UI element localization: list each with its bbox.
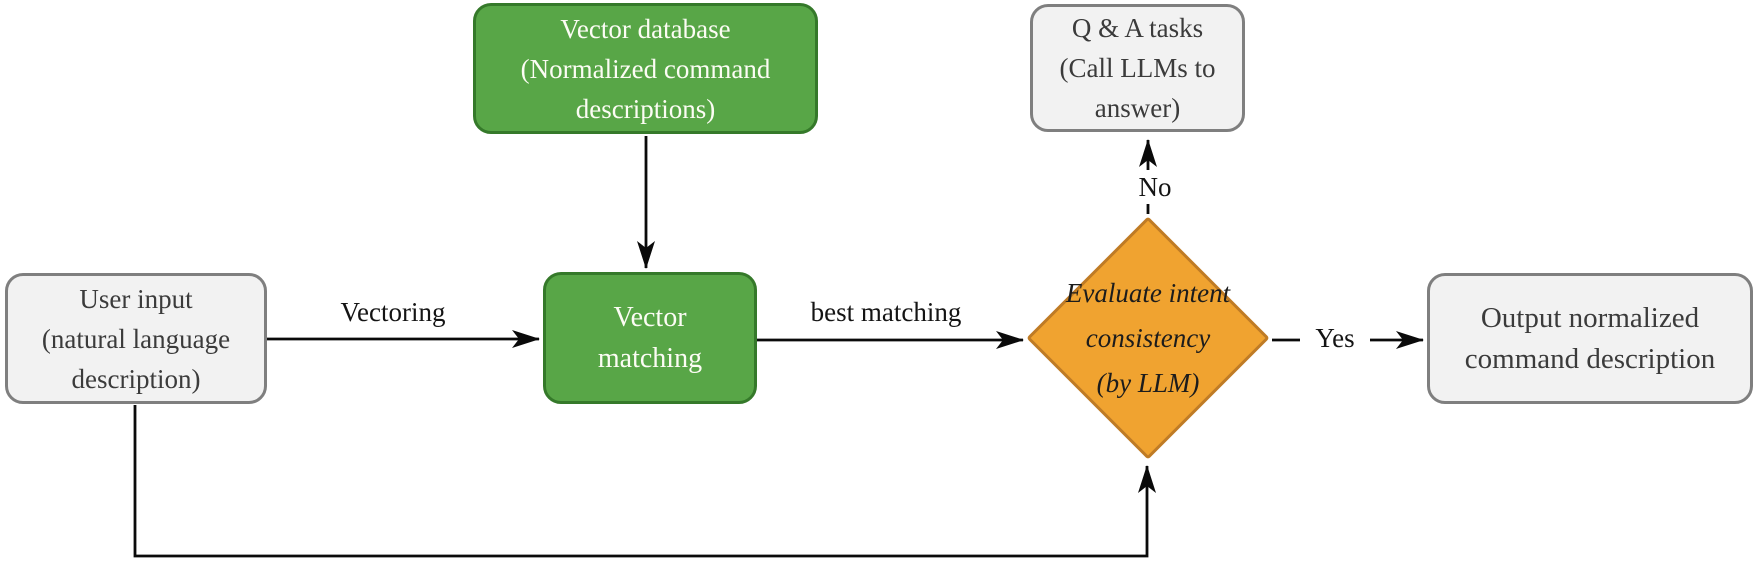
edge-user-input-to-evaluate-intent-feedback (133, 405, 1156, 558)
node-qa-tasks: Q & A tasks (Call LLMs to answer) (1030, 4, 1245, 132)
edge-label-best-matching: best matching (810, 297, 962, 327)
edge-label-yes: Yes (1300, 321, 1370, 355)
node-label-line: Output normalized (1480, 301, 1700, 334)
node-vector-matching: Vector matching (543, 272, 757, 404)
node-label-line: consistency (1085, 323, 1211, 353)
node-evaluate-intent-label: Evaluate intent consistency (by LLM) (1023, 271, 1273, 406)
node-label-line: Vector database (560, 13, 731, 44)
node-label-line: (by LLM) (1096, 368, 1200, 398)
node-vector-database: Vector database (Normalized command desc… (473, 3, 818, 134)
node-label-line: User input (79, 283, 193, 314)
node-label-line: descriptions) (575, 93, 716, 124)
node-output: Output normalized command description (1427, 273, 1753, 404)
node-label-line: Vector (613, 302, 687, 333)
edge-label-no: No (1120, 170, 1190, 204)
node-label-line: Q & A tasks (1071, 13, 1204, 43)
node-user-input: User input (natural language description… (5, 273, 267, 404)
edge-label-vectoring: Vectoring (340, 297, 446, 327)
node-label-line: command description (1464, 342, 1716, 375)
node-label-line: (Normalized command (520, 53, 771, 84)
node-label-line: (Call LLMs to (1059, 53, 1216, 83)
node-label-line: answer) (1094, 93, 1181, 123)
node-label-line: matching (597, 343, 703, 374)
node-label-line: Evaluate intent (1065, 278, 1231, 308)
node-label-line: (natural language (41, 323, 231, 354)
node-label-line: description) (71, 363, 201, 394)
